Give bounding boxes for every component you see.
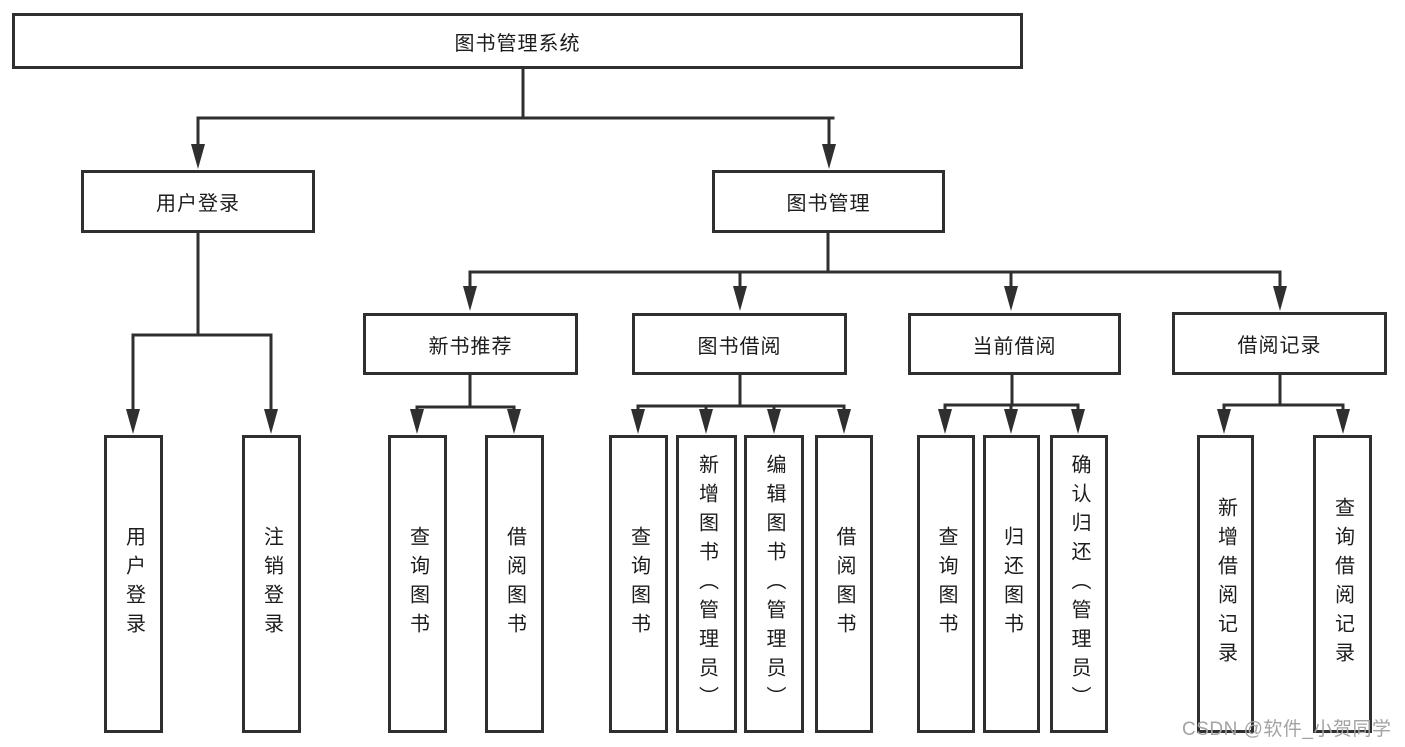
node-label: 图书管理 <box>786 193 871 215</box>
leaf-borrow-books-borrowing: 借阅图书 <box>815 435 873 733</box>
leaf-label: 确认归还（管理员） <box>1068 453 1090 715</box>
leaf-query-borrow-record: 查询借阅记录 <box>1313 435 1372 733</box>
node-book-borrowing: 图书借阅 <box>632 313 847 375</box>
node-label: 用户登录 <box>156 193 240 215</box>
node-new-book-recommendation: 新书推荐 <box>363 313 578 375</box>
leaf-user-login: 用户登录 <box>104 435 163 733</box>
leaf-return-books: 归还图书 <box>983 435 1040 733</box>
node-label: 新书推荐 <box>428 335 513 358</box>
leaf-label: 注销登录 <box>260 526 283 642</box>
node-user-login: 用户登录 <box>81 170 315 233</box>
node-book-management: 图书管理 <box>712 170 945 233</box>
watermark-text: CSDN @软件_小贺同学 <box>1182 719 1392 740</box>
leaf-edit-book-admin: 编辑图书（管理员） <box>744 435 804 733</box>
leaf-add-borrow-record: 新增借阅记录 <box>1197 435 1254 733</box>
leaf-label: 查询图书 <box>406 526 429 642</box>
node-library-management-system: 图书管理系统 <box>12 13 1023 69</box>
leaf-confirm-return-admin: 确认归还（管理员） <box>1050 435 1108 733</box>
node-label: 借阅记录 <box>1237 335 1322 357</box>
leaf-query-books-recommend: 查询图书 <box>388 435 447 733</box>
leaf-label: 借阅图书 <box>833 526 855 642</box>
node-label: 图书借阅 <box>697 335 782 358</box>
leaf-query-books-current: 查询图书 <box>917 435 975 733</box>
leaf-label: 用户登录 <box>122 526 145 642</box>
leaf-label: 新增借阅记录 <box>1214 497 1237 671</box>
leaf-label: 新增图书（管理员） <box>695 453 718 715</box>
leaf-label: 查询借阅记录 <box>1331 497 1354 671</box>
leaf-query-books-borrowing: 查询图书 <box>609 435 668 733</box>
leaf-label: 查询图书 <box>935 526 957 642</box>
leaf-label: 查询图书 <box>627 526 650 642</box>
node-label: 图书管理系统 <box>454 32 581 55</box>
leaf-label: 借阅图书 <box>503 526 526 642</box>
node-label: 当前借阅 <box>972 335 1057 358</box>
leaf-label: 编辑图书（管理员） <box>763 453 785 715</box>
leaf-logout-login: 注销登录 <box>242 435 301 733</box>
leaf-label: 归还图书 <box>1000 526 1023 642</box>
leaf-borrow-books-recommend: 借阅图书 <box>485 435 544 733</box>
node-borrowing-records: 借阅记录 <box>1172 312 1387 375</box>
leaf-add-book-admin: 新增图书（管理员） <box>676 435 737 733</box>
node-current-borrowing: 当前借阅 <box>908 313 1121 375</box>
